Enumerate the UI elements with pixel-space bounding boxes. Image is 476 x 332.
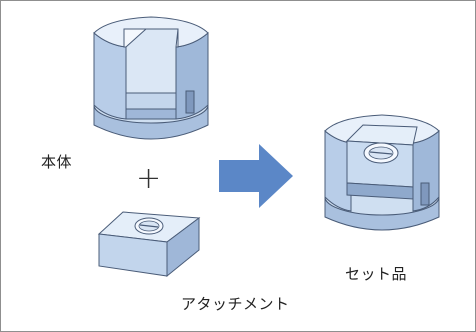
main-body-part <box>93 16 209 140</box>
assembled-set-part <box>324 114 440 231</box>
assembled-label: セット品 <box>345 265 408 283</box>
plus-sign: + <box>136 161 162 196</box>
attachment-part <box>97 211 201 278</box>
body-label: 本体 <box>41 153 73 171</box>
attachment-label: アタッチメント <box>181 295 290 313</box>
assembly-arrow <box>219 144 293 208</box>
